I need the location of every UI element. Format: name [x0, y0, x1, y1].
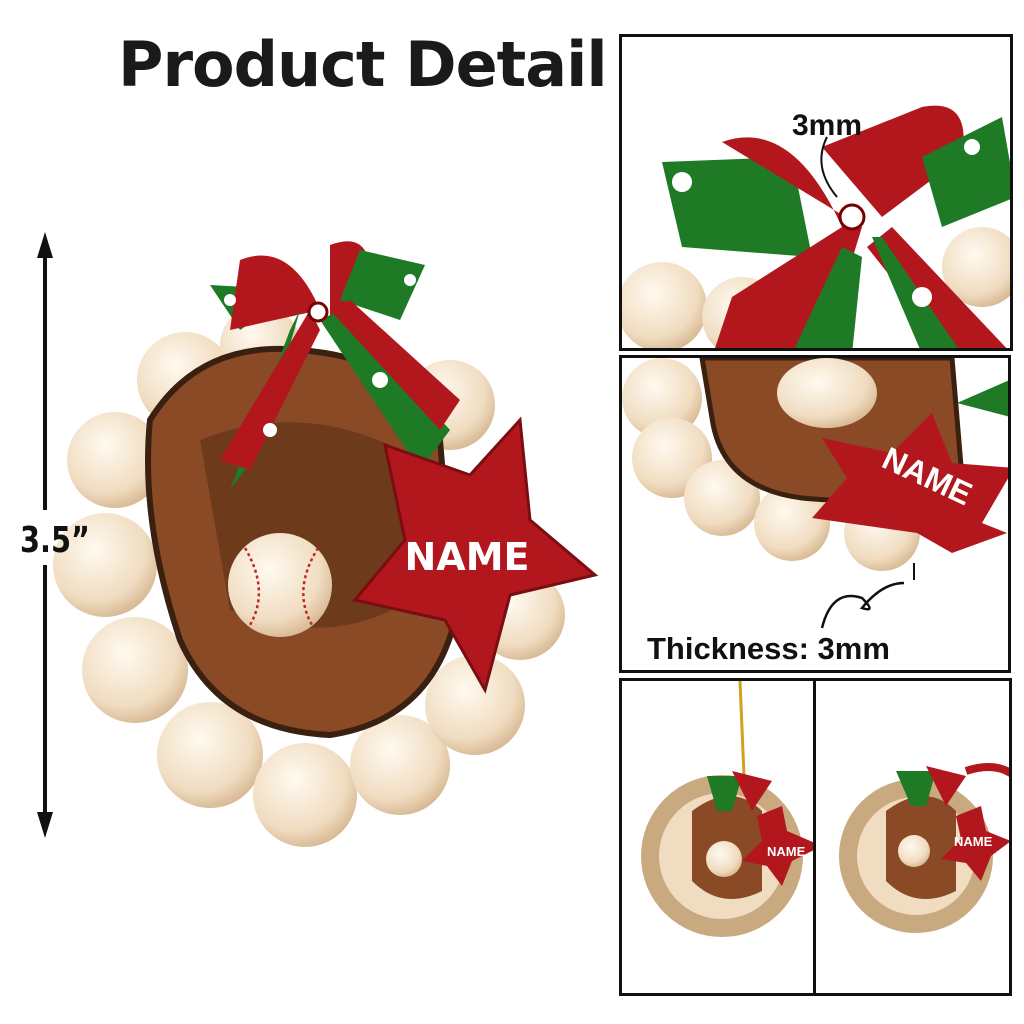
preview-front-panel: NAME	[619, 678, 816, 996]
height-arrow-icon	[37, 232, 53, 838]
bow	[210, 241, 460, 490]
preview-name-text: NAME	[954, 834, 993, 849]
page-title: Product Detail	[118, 28, 608, 101]
preview-angle-panel: NAME	[813, 678, 1012, 996]
thickness-label: Thickness: 3mm	[647, 631, 890, 666]
name-star	[352, 416, 599, 694]
hole-size-label: 3mm	[792, 109, 863, 142]
height-label: 3.5”	[20, 520, 90, 561]
star-name-text: NAME	[405, 535, 530, 579]
detail-thickness-panel: NAME Thickness: 3mm	[619, 355, 1011, 673]
baseball-ring	[53, 305, 565, 847]
preview-name-text: NAME	[767, 844, 806, 859]
detail-hole-panel: 3mm	[619, 34, 1013, 351]
